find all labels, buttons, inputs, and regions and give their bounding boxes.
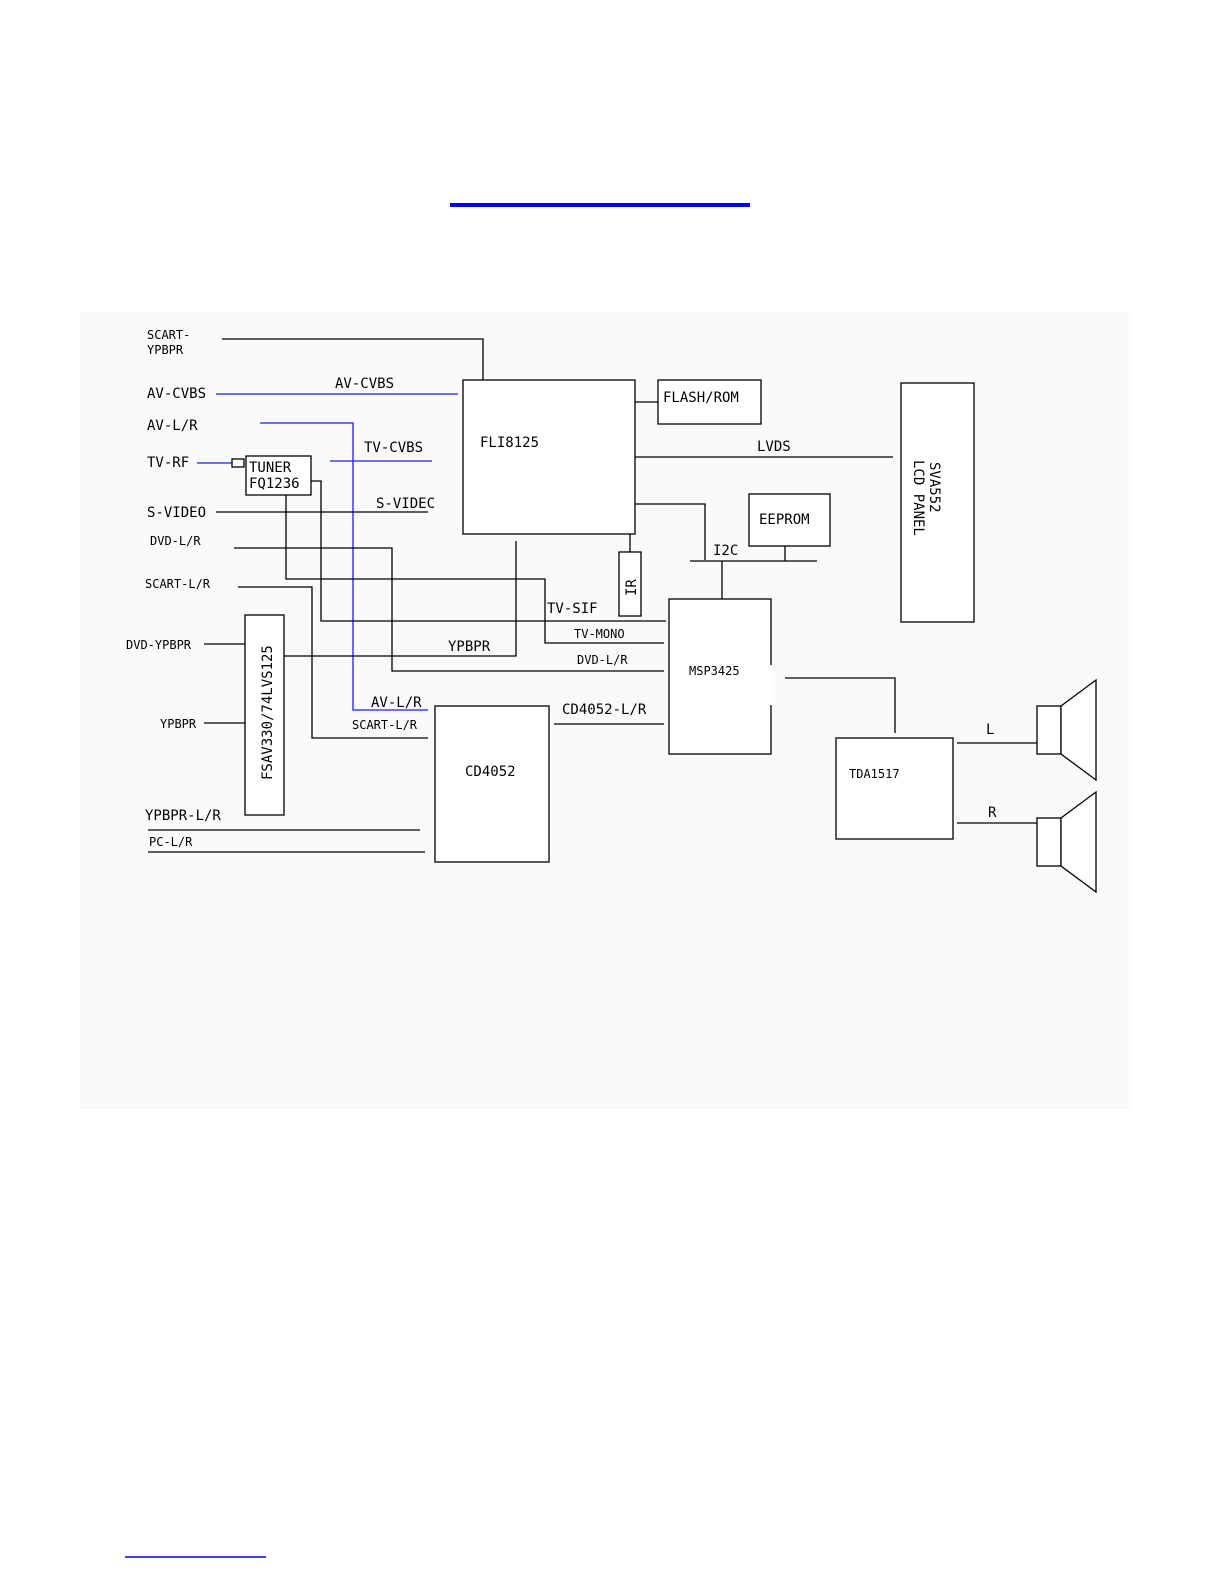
- tuner-model-label: FQ1236: [249, 476, 300, 492]
- flash-rom-label: FLASH/ROM: [663, 390, 739, 406]
- tuner-name-label: TUNER: [249, 460, 292, 476]
- input-ypbpr: YPBPR: [160, 717, 197, 731]
- signal-s-video: S-VIDEC: [376, 496, 435, 512]
- input-av-lr: AV-L/R: [147, 418, 198, 434]
- signal-speaker-r: R: [988, 805, 997, 821]
- fsav-label: FSAV330/74LVS125: [260, 645, 276, 780]
- input-scart-ypbpr-line2: YPBPR: [147, 343, 184, 357]
- signal-tv-sif: TV-SIF: [547, 601, 598, 617]
- signal-ypbpr: YPBPR: [448, 639, 491, 655]
- signal-av-lr: AV-L/R: [371, 695, 422, 711]
- tda1517-block: [836, 738, 953, 839]
- eeprom-label: EEPROM: [759, 512, 810, 528]
- fli8125-block: [463, 380, 635, 534]
- lcd-panel-type-label: LCD PANEL: [910, 460, 926, 536]
- tda1517-label: TDA1517: [849, 767, 900, 781]
- msp3425-label: MSP3425: [689, 664, 740, 678]
- input-ypbpr-lr: YPBPR-L/R: [145, 808, 221, 824]
- input-dvd-ypbpr: DVD-YPBPR: [126, 638, 192, 652]
- signal-lvds: LVDS: [757, 439, 791, 455]
- input-pc-lr: PC-L/R: [149, 835, 193, 849]
- cd4052-label: CD4052: [465, 764, 516, 780]
- lcd-panel-model-label: SVA552: [926, 462, 942, 513]
- signal-i2c: I2C: [713, 543, 738, 559]
- signal-tv-mono: TV-MONO: [574, 627, 625, 641]
- input-scart-ypbpr-line1: SCART-: [147, 328, 190, 342]
- input-dvd-lr: DVD-L/R: [150, 534, 201, 548]
- input-tv-rf: TV-RF: [147, 455, 189, 471]
- signal-cd4052-lr: CD4052-L/R: [562, 702, 647, 718]
- fli8125-label: FLI8125: [480, 435, 539, 451]
- signal-av-cvbs: AV-CVBS: [335, 376, 394, 392]
- signal-tv-cvbs: TV-CVBS: [364, 440, 423, 456]
- signal-speaker-l: L: [986, 722, 994, 738]
- input-s-video: S-VIDEO: [147, 505, 206, 521]
- tuner-rf-connector: [232, 459, 244, 467]
- cd4052-block: [435, 706, 549, 862]
- input-scart-lr: SCART-L/R: [145, 577, 211, 591]
- ir-label: IR: [624, 579, 640, 596]
- input-av-cvbs: AV-CVBS: [147, 386, 206, 402]
- signal-scart-lr: SCART-L/R: [352, 718, 418, 732]
- signal-dvd-lr: DVD-L/R: [577, 653, 628, 667]
